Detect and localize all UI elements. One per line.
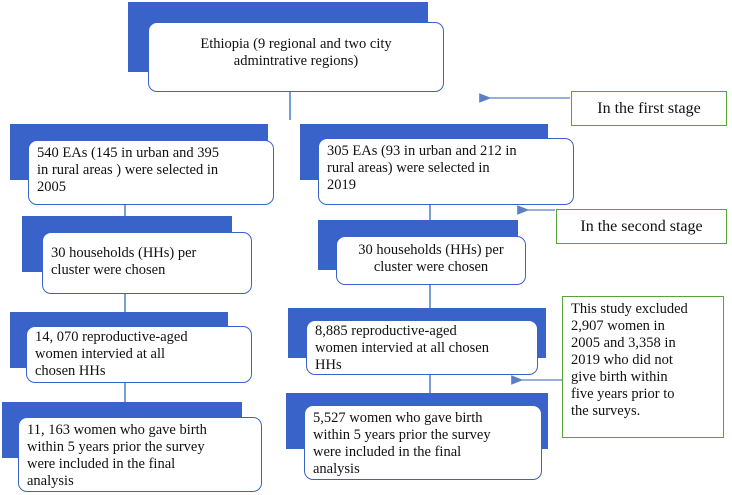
annotation-exclusion-line: 2019 who did not (571, 352, 673, 368)
node-line: 305 EAs (93 in urban and 212 in (327, 143, 517, 159)
node-line: 11, 163 women who gave birth (27, 422, 207, 438)
node-line: women intervied at all (35, 346, 166, 362)
annotation-exclusion: This study excluded 2,907 women in 2005 … (562, 296, 724, 438)
node-ethiopia-line: Ethiopia (9 regional and two city (200, 36, 392, 52)
annotation-exclusion-line: 2005 and 3,358 in (571, 335, 676, 351)
node-2005-women-box: 14, 070 reproductive-aged women intervie… (26, 326, 252, 383)
annotation-exclusion-line: This study excluded (571, 301, 688, 317)
node-line: 8,885 reproductive-aged (315, 323, 457, 339)
node-line: 2019 (327, 177, 356, 193)
node-2019-households-box: 30 households (HHs) per cluster were cho… (336, 236, 526, 285)
node-line: 14, 070 reproductive-aged (35, 329, 188, 345)
annotation-exclusion-line: the surveys. (571, 403, 641, 419)
node-line: 30 households (HHs) per (51, 245, 197, 261)
node-line: in rural areas ) were selected in (37, 162, 219, 178)
node-line: 540 EAs (145 in urban and 395 (37, 145, 220, 161)
node-line: were included in the final (313, 444, 462, 460)
annotation-exclusion-line: five years prior to (571, 386, 675, 402)
annotation-second-stage-label: In the second stage (580, 218, 703, 235)
node-2019-final-box: 5,527 women who gave birth within 5 year… (304, 405, 542, 480)
node-line: within 5 years prior the survey (313, 427, 491, 443)
annotation-exclusion-line: 2,907 women in (571, 318, 665, 334)
node-line: cluster were chosen (373, 259, 489, 275)
node-line: rural areas) were selected in (327, 160, 490, 176)
node-line: women intervied at all chosen (315, 340, 489, 356)
node-2019-women-box: 8,885 reproductive-aged women intervied … (306, 320, 538, 375)
node-2005-households-box: 30 households (HHs) per cluster were cho… (42, 232, 252, 294)
node-2019-sample-box: 305 EAs (93 in urban and 212 in rural ar… (318, 138, 574, 205)
node-line: analysis (313, 461, 360, 477)
annotation-first-stage: In the first stage (571, 91, 727, 126)
node-2005-sample-box: 540 EAs (145 in urban and 395 in rural a… (28, 140, 274, 205)
node-ethiopia-box: Ethiopia (9 regional and two city admint… (148, 22, 444, 92)
node-ethiopia-line: admintrative regions) (233, 53, 359, 69)
node-line: analysis (27, 473, 74, 489)
node-line: 30 households (HHs) per (358, 242, 504, 258)
node-line: 5,527 women who gave birth (313, 410, 483, 426)
annotation-first-stage-label: In the first stage (597, 100, 701, 117)
node-2005-final-box: 11, 163 women who gave birth within 5 ye… (18, 417, 262, 492)
node-line: chosen HHs (35, 363, 106, 379)
node-line: 2005 (37, 179, 66, 195)
node-line: HHs (315, 357, 342, 373)
node-line: were included in the final (27, 456, 176, 472)
annotation-second-stage: In the second stage (556, 209, 727, 244)
node-line: within 5 years prior the survey (27, 439, 205, 455)
annotation-exclusion-line: give birth within (571, 369, 668, 385)
node-line: cluster were chosen (51, 262, 166, 278)
